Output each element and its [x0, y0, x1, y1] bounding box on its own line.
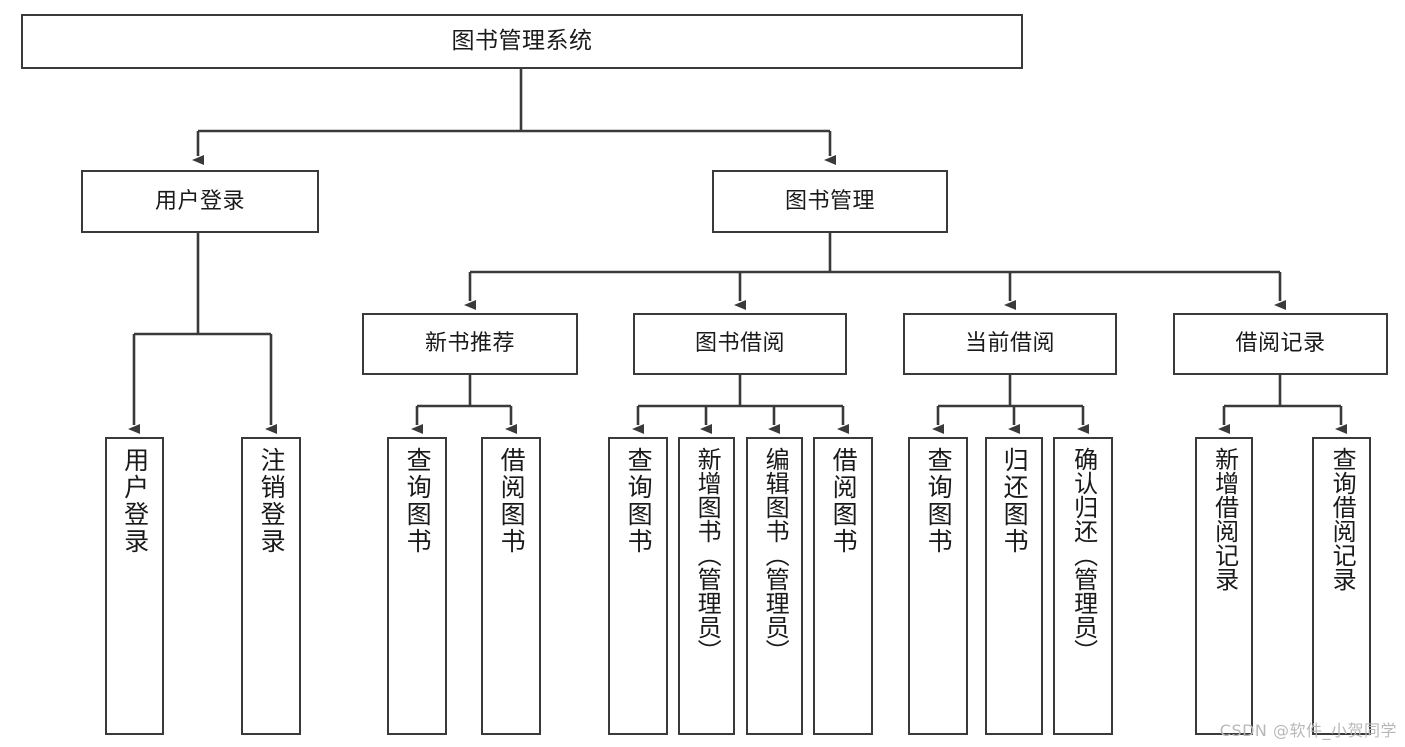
leaf-logout[interactable]: 注销登录 [241, 437, 301, 735]
node-book-management[interactable]: 图书管理 [712, 170, 948, 233]
node-label: 借阅图书 [829, 447, 859, 555]
leaf-query-book-current[interactable]: 查询图书 [908, 437, 968, 735]
node-label: 用户登录 [154, 188, 245, 214]
node-current-borrow[interactable]: 当前借阅 [903, 313, 1117, 375]
node-book-borrow[interactable]: 图书借阅 [633, 313, 847, 375]
node-borrow-record[interactable]: 借阅记录 [1173, 313, 1388, 375]
node-label: 查询借阅记录 [1328, 447, 1357, 591]
csdn-watermark: CSDN @软件_小贺同学 [1219, 721, 1397, 740]
leaf-add-book-admin[interactable]: 新增图书（管理员） [678, 437, 735, 735]
node-label: 图书管理 [784, 188, 875, 214]
leaf-user-login[interactable]: 用户登录 [105, 437, 164, 735]
node-label: 图书管理系统 [451, 27, 593, 54]
leaf-query-borrow-record[interactable]: 查询借阅记录 [1312, 437, 1371, 735]
leaf-borrow-book-recommend[interactable]: 借阅图书 [481, 437, 541, 735]
leaf-borrow-book[interactable]: 借阅图书 [813, 437, 873, 735]
node-label: 查询图书 [624, 447, 654, 555]
leaf-query-book-recommend[interactable]: 查询图书 [387, 437, 447, 735]
leaf-query-book-borrow[interactable]: 查询图书 [608, 437, 668, 735]
leaf-confirm-return-admin[interactable]: 确认归还（管理员） [1053, 437, 1113, 735]
leaf-return-book[interactable]: 归还图书 [985, 437, 1043, 735]
node-root-book-management-system[interactable]: 图书管理系统 [21, 14, 1023, 69]
node-label: 用户登录 [120, 447, 150, 555]
node-label: 新增借阅记录 [1210, 447, 1239, 591]
node-label: 借阅记录 [1235, 331, 1326, 357]
leaf-add-borrow-record[interactable]: 新增借阅记录 [1195, 437, 1253, 735]
node-label: 当前借阅 [964, 331, 1055, 357]
node-label: 借阅图书 [497, 447, 527, 555]
node-label: 归还图书 [1000, 447, 1030, 555]
node-label: 查询图书 [924, 447, 954, 555]
node-label: 确认归还（管理员） [1069, 447, 1098, 663]
leaf-edit-book-admin[interactable]: 编辑图书（管理员） [746, 437, 803, 735]
node-label: 新书推荐 [424, 331, 515, 357]
node-label: 注销登录 [257, 447, 287, 555]
node-new-book-recommend[interactable]: 新书推荐 [362, 313, 578, 375]
node-label: 编辑图书（管理员） [761, 447, 790, 663]
node-label: 新增图书（管理员） [693, 447, 722, 663]
node-label: 查询图书 [403, 447, 433, 555]
node-user-login[interactable]: 用户登录 [81, 170, 319, 233]
node-label: 图书借阅 [694, 331, 785, 357]
